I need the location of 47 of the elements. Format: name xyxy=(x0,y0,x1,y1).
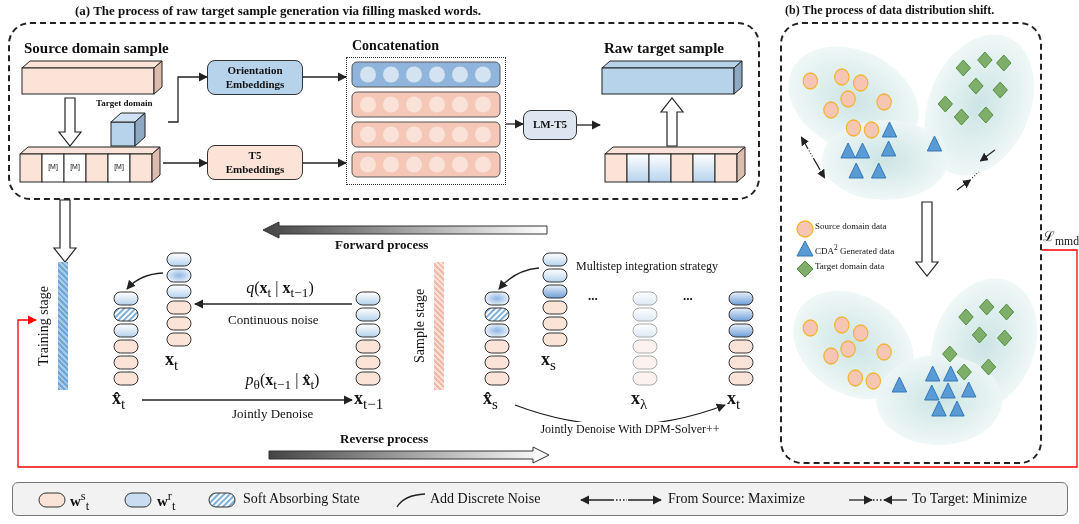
arrow xyxy=(167,72,208,123)
process-label: Reverse process xyxy=(340,431,429,447)
process-box: T5 Embeddings xyxy=(207,145,303,180)
process-label: Forward process xyxy=(335,237,429,253)
hollow-arrow xyxy=(659,97,685,147)
hollow-arrow xyxy=(52,199,78,263)
math-label: x$_{λ}$ xyxy=(631,388,648,413)
component-label: Target domain xyxy=(96,98,153,108)
stage-label: Sample stage xyxy=(412,287,428,366)
legend-label: To Target: Minimize xyxy=(912,491,1027,507)
math-label: x$_{t}$ xyxy=(165,349,179,374)
arrow xyxy=(505,119,524,129)
arrow xyxy=(498,267,540,290)
math-label: x$_{t−1}$ xyxy=(354,388,384,413)
legend-label: Soft Absorbing State xyxy=(243,491,360,507)
arrow xyxy=(126,272,164,290)
stage-label: Training stage xyxy=(36,285,52,368)
math-label: x$_{t}$ xyxy=(727,388,741,413)
legend-label: CDA$^{2}$ Generated data xyxy=(815,243,895,256)
legend-label: From Source: Maximize xyxy=(668,491,805,507)
legend-label: Source domain data xyxy=(815,221,887,231)
ellipsis: ... xyxy=(683,288,693,304)
arrow xyxy=(162,158,208,168)
arrow xyxy=(141,395,353,405)
legend-label: Add Discrete Noise xyxy=(430,491,541,507)
hollow-arrow xyxy=(914,201,940,277)
panel-heading: (a) The process of raw target sample generation via filling masked words. xyxy=(75,3,482,19)
legend-label: Target domain data xyxy=(815,261,885,271)
annotation: Continuous noise xyxy=(228,312,319,328)
arrow xyxy=(576,120,601,130)
arrow xyxy=(17,249,1078,468)
process-box: LM-T5 xyxy=(523,110,577,140)
arrow xyxy=(302,72,347,82)
section-heading: Source domain sample xyxy=(24,40,169,57)
panel-heading: (b) The process of data distribution shift. xyxy=(785,3,995,18)
math-label: x̂$_{t}$ xyxy=(112,388,126,413)
arrow xyxy=(194,299,353,309)
section-heading: Raw target sample xyxy=(604,40,724,57)
math-label: x̂$_{s}$ xyxy=(483,388,498,413)
section-heading: Concatenation xyxy=(352,38,440,54)
math-label: x$_{s}$ xyxy=(541,349,556,374)
arrow xyxy=(302,158,347,168)
ellipsis: ... xyxy=(588,288,598,304)
process-box: Orientation Embeddings xyxy=(207,60,303,95)
annotation: Multistep integration strategy xyxy=(576,259,718,274)
hollow-arrow xyxy=(57,97,83,147)
annotation: Jointly Denoise xyxy=(232,406,314,422)
